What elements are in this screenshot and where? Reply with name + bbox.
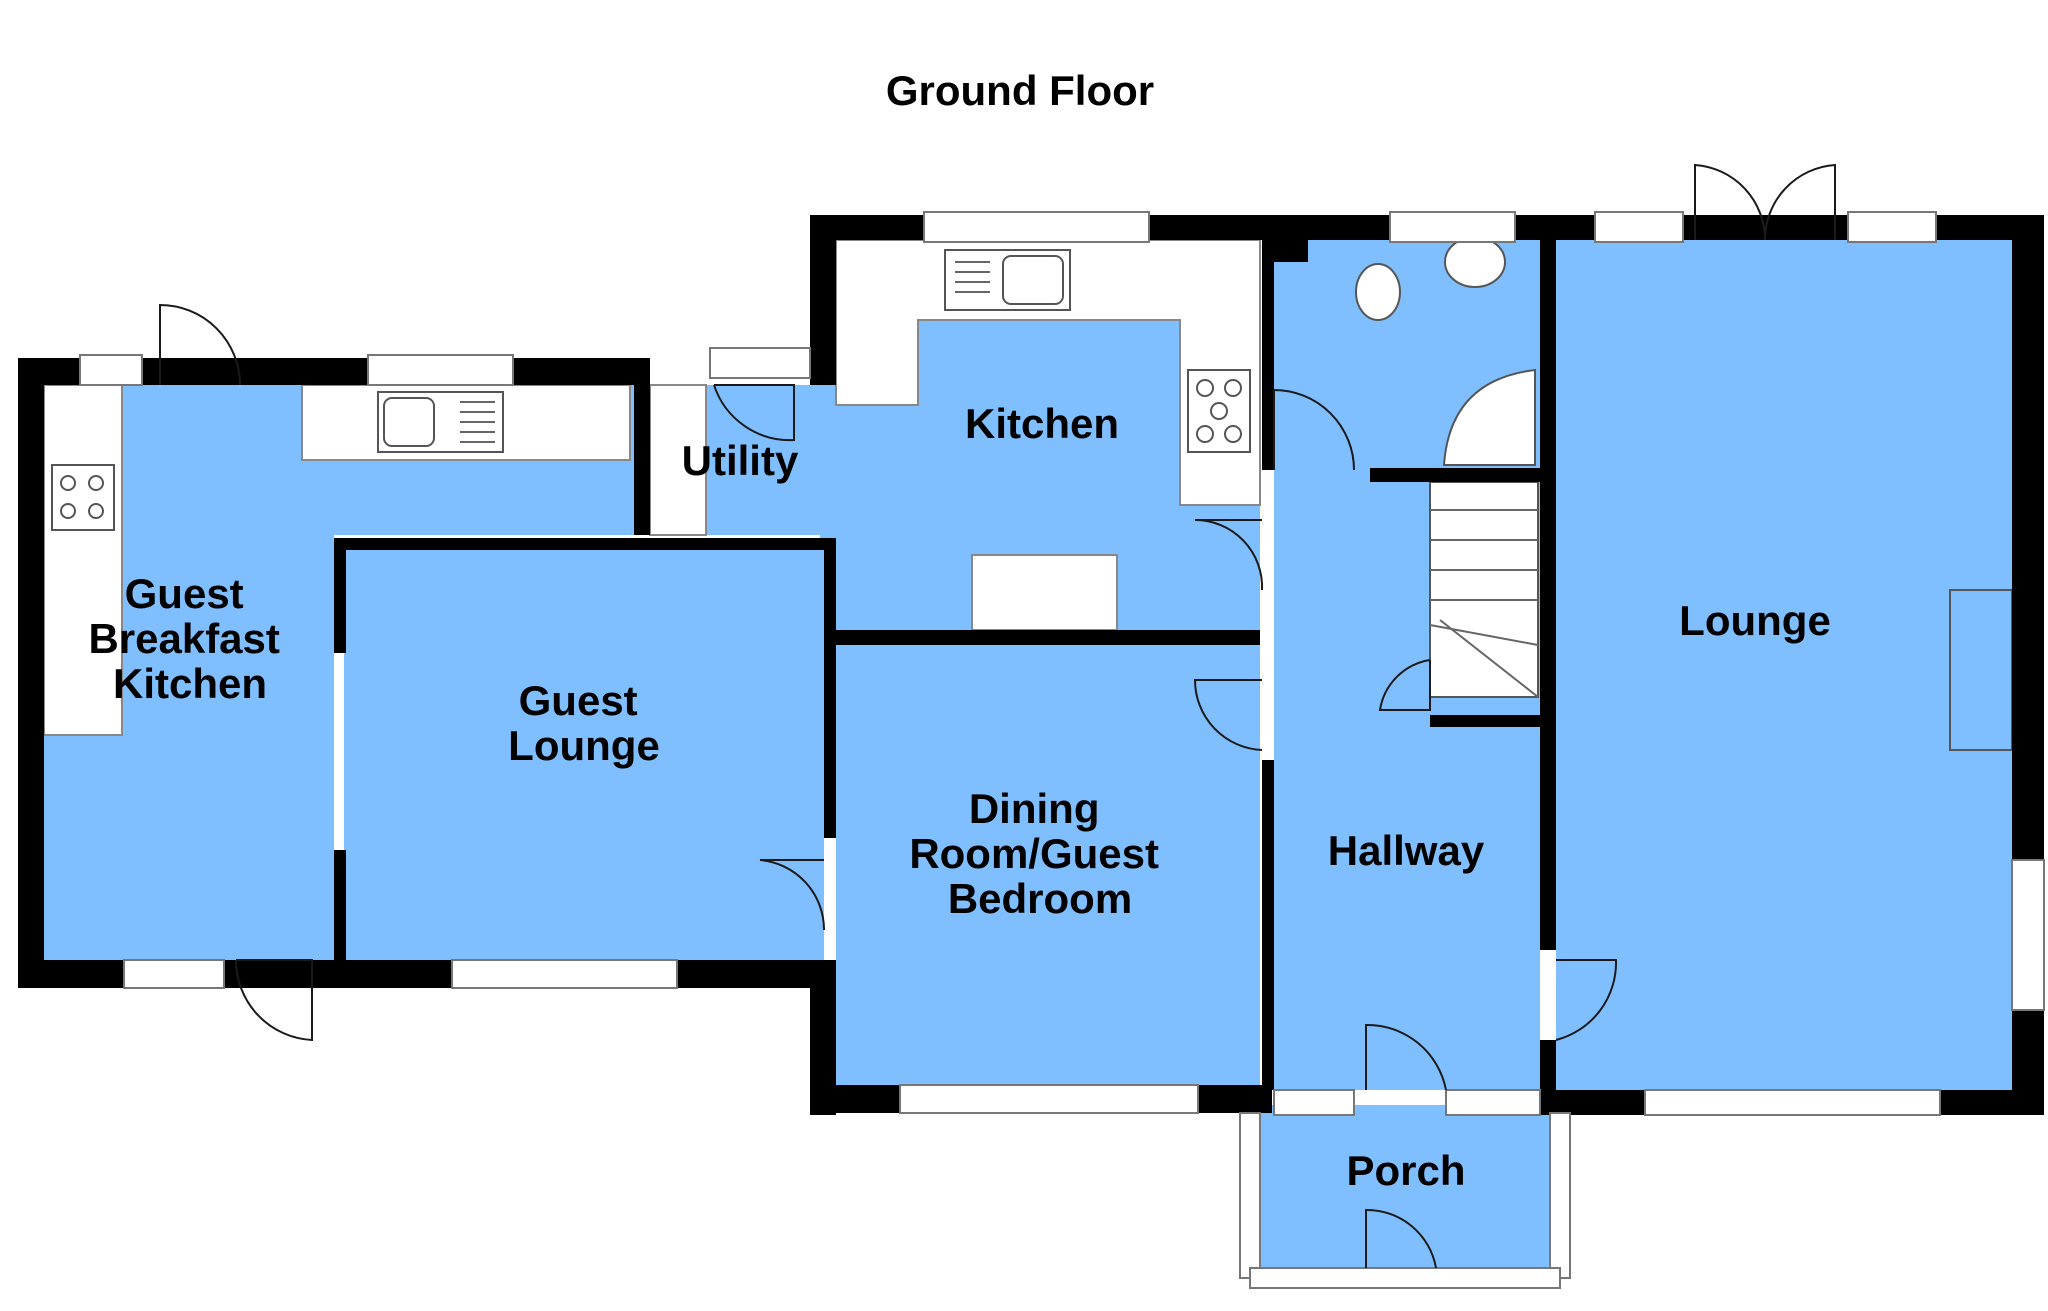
kitchen-counter bbox=[835, 239, 1261, 506]
floor-title: Ground Floor bbox=[886, 67, 1154, 114]
door bbox=[759, 859, 826, 931]
guest-lounge-floor bbox=[344, 550, 824, 960]
door bbox=[1193, 679, 1263, 751]
door bbox=[1194, 518, 1264, 591]
wall bbox=[1540, 1040, 1556, 1090]
door bbox=[159, 303, 241, 386]
window bbox=[2011, 859, 2045, 1011]
window bbox=[123, 959, 225, 989]
fixtures bbox=[43, 236, 2013, 751]
wall bbox=[824, 538, 836, 838]
door bbox=[1273, 388, 1355, 471]
door bbox=[1763, 163, 1836, 241]
wall bbox=[334, 850, 346, 960]
window bbox=[923, 211, 1150, 243]
wall bbox=[1262, 240, 1274, 470]
room-label-dining-room: Dining Room/Guest Bedroom bbox=[909, 785, 1170, 922]
kitchen-island bbox=[971, 554, 1118, 631]
staircase bbox=[1429, 481, 1539, 698]
wall bbox=[1370, 468, 1542, 482]
wall bbox=[334, 538, 346, 653]
door bbox=[234, 959, 313, 1042]
window bbox=[1273, 1089, 1355, 1116]
wall bbox=[1540, 240, 1556, 950]
room-label-guest-lounge: Guest Lounge bbox=[508, 677, 660, 769]
wall bbox=[810, 215, 836, 385]
wall bbox=[634, 385, 650, 535]
window bbox=[899, 1084, 1199, 1114]
window bbox=[709, 347, 811, 379]
door bbox=[1365, 1023, 1447, 1091]
room-label-hallway: Hallway bbox=[1328, 827, 1485, 874]
wall bbox=[334, 538, 834, 550]
room-label-porch: Porch bbox=[1346, 1147, 1465, 1194]
wall bbox=[1274, 240, 1308, 262]
room-label-kitchen: Kitchen bbox=[965, 400, 1119, 447]
window bbox=[1239, 1112, 1261, 1279]
window bbox=[1389, 211, 1516, 243]
lounge-floor bbox=[1556, 240, 2012, 1090]
utility-counter bbox=[649, 384, 707, 536]
door bbox=[1694, 163, 1767, 241]
door bbox=[713, 384, 795, 442]
porch-floor bbox=[1250, 1105, 1560, 1270]
room-label-guest-breakfast-kitchen: Guest Breakfast Kitchen bbox=[88, 570, 291, 707]
window bbox=[367, 354, 514, 386]
door bbox=[1555, 959, 1618, 1041]
wall bbox=[18, 358, 44, 988]
door bbox=[1365, 1208, 1437, 1269]
dining-room-floor bbox=[836, 645, 1260, 1085]
window bbox=[1549, 1112, 1571, 1279]
breakfast-kitchen-side-counter bbox=[43, 384, 123, 736]
wall bbox=[836, 630, 1260, 645]
wall bbox=[1262, 760, 1274, 1090]
door bbox=[1378, 659, 1431, 711]
window bbox=[1249, 1267, 1561, 1289]
window bbox=[1644, 1089, 1941, 1116]
window bbox=[1445, 1089, 1541, 1116]
toilet bbox=[1355, 263, 1401, 321]
doors bbox=[159, 163, 1836, 1269]
room-label-utility: Utility bbox=[682, 437, 799, 484]
window bbox=[451, 959, 678, 989]
window bbox=[1847, 211, 1937, 243]
shower-tray bbox=[1442, 368, 1536, 466]
window bbox=[79, 354, 143, 386]
basin bbox=[1444, 236, 1506, 288]
breakfast-kitchen-hob bbox=[51, 464, 115, 531]
window bbox=[1594, 211, 1684, 243]
lounge-fireplace bbox=[1949, 589, 2013, 751]
windows bbox=[79, 211, 2045, 1289]
wall bbox=[1430, 715, 1542, 727]
room-label-lounge: Lounge bbox=[1679, 597, 1831, 644]
